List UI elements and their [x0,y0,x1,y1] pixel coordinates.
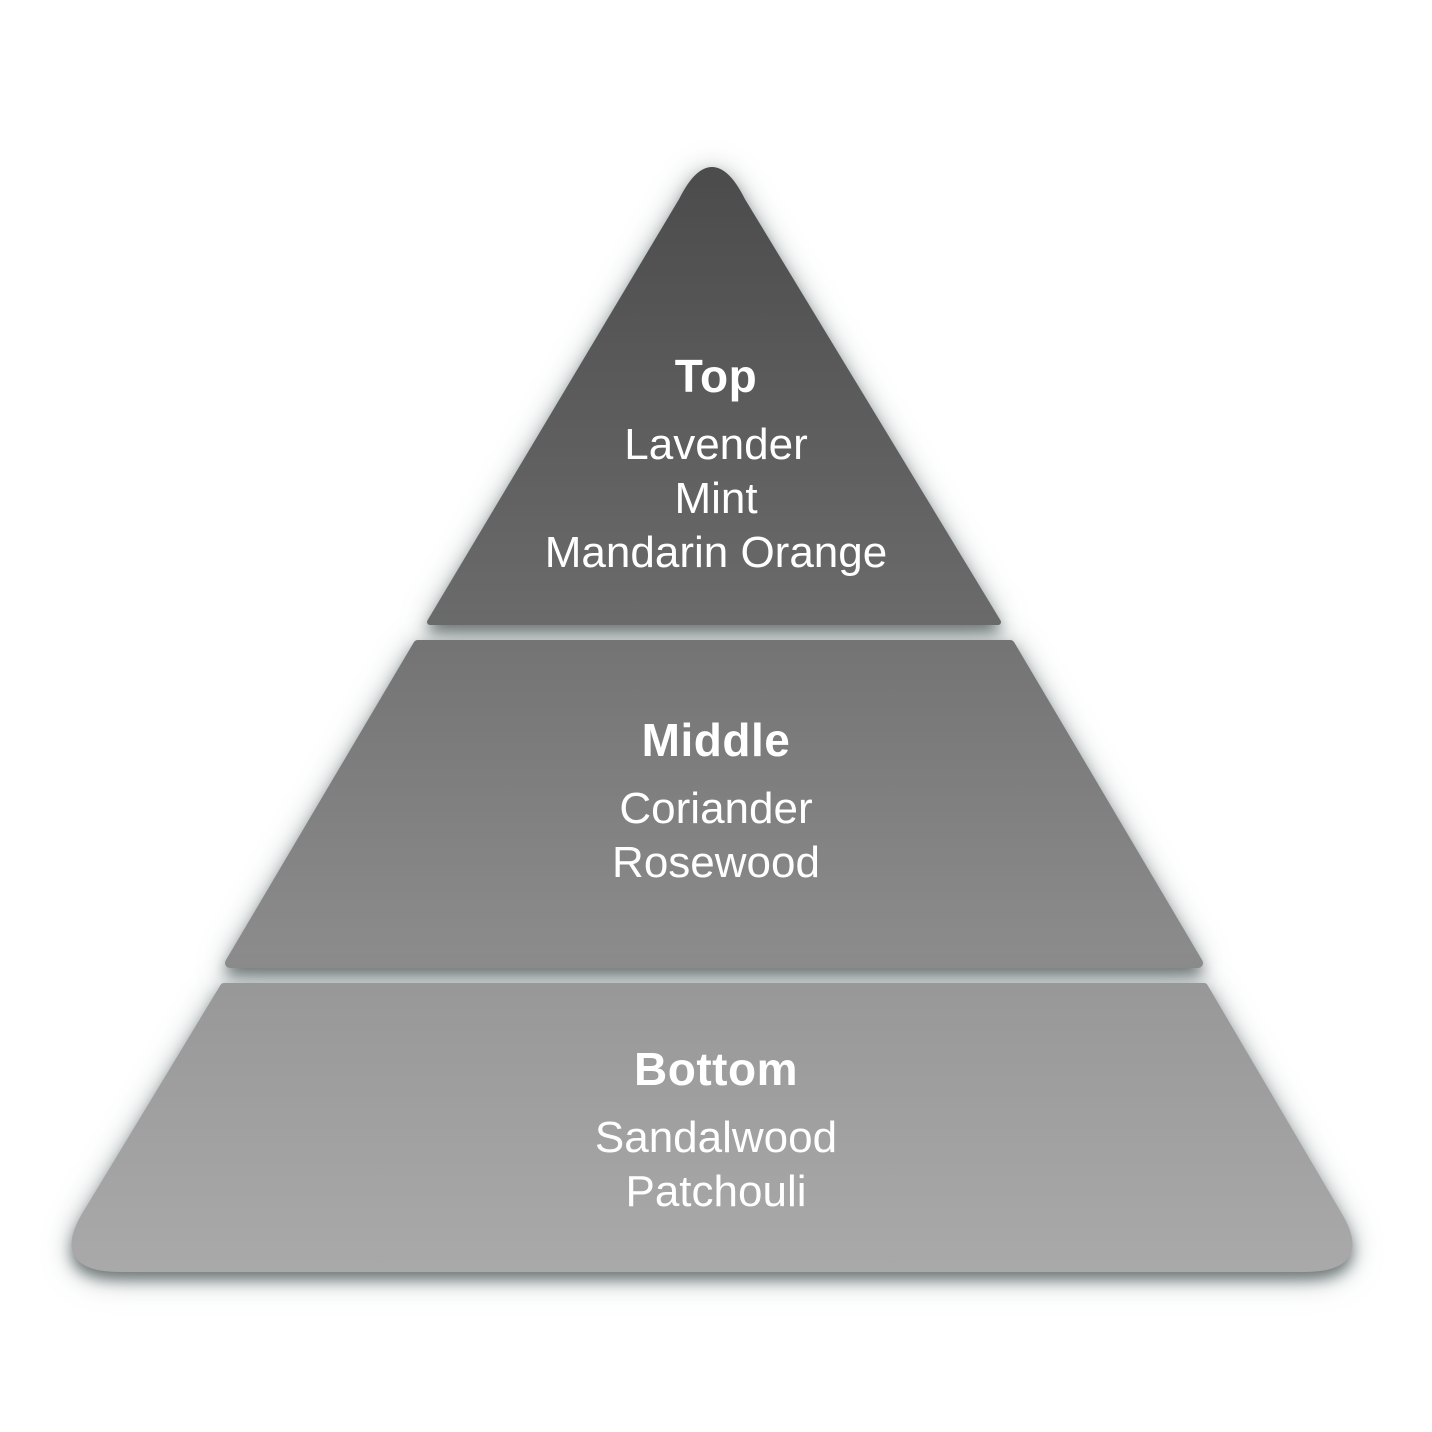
middle-tier-shape [225,640,1203,968]
bottom-tier-shape [71,983,1353,1272]
top-tier-shape [427,167,1001,625]
